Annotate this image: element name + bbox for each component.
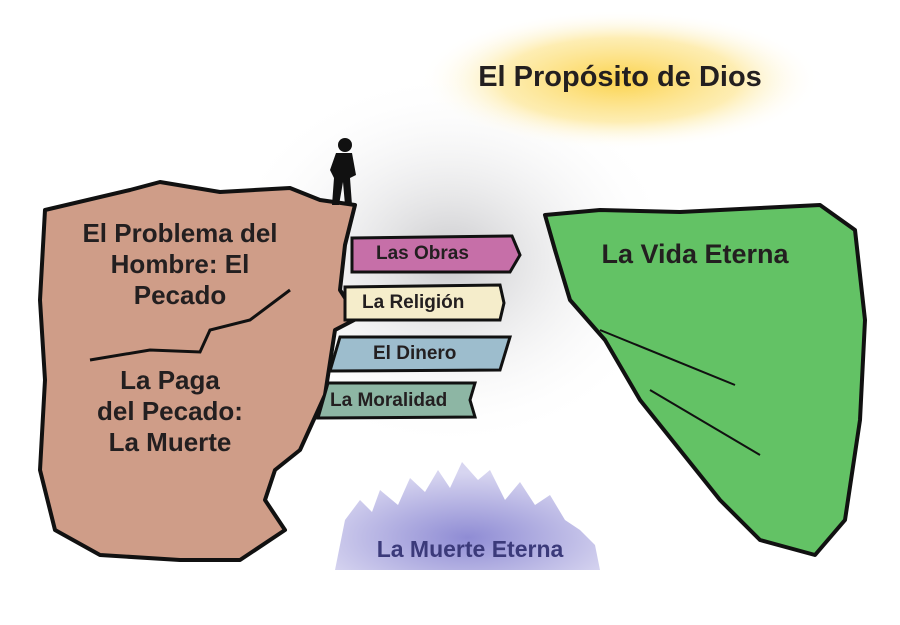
- title: El Propósito de Dios: [478, 61, 762, 93]
- left-cliff: [38, 180, 360, 562]
- problem-label: El Problema del Hombre: El Pecado: [50, 218, 310, 312]
- sign-shape-las-obras: [350, 234, 522, 274]
- wages-line: La Muerte: [108, 427, 232, 458]
- cliff-line: [649, 389, 761, 456]
- cliff-line: [599, 329, 736, 386]
- wages-line: La Paga: [120, 365, 220, 395]
- wages-line: del Pecado:: [97, 396, 243, 427]
- sign-shape-la-religion: [343, 283, 506, 322]
- right-cliff: [543, 203, 867, 557]
- wages-label: La Paga del Pecado: La Muerte: [55, 365, 285, 459]
- problem-line: Hombre: El: [110, 249, 250, 280]
- problem-line: Pecado: [133, 280, 227, 311]
- eternal-death-label: La Muerte Eterna: [376, 536, 564, 562]
- sun-glow: [420, 10, 820, 150]
- person-figure: [330, 138, 356, 205]
- cliff-crack: [89, 288, 291, 362]
- sign-la-moralidad: La Moralidad: [330, 390, 448, 411]
- sign-shape-la-moralidad: [316, 381, 478, 420]
- sign-las-obras: Las Obras: [376, 243, 469, 264]
- eternal-life-label: La Vida Eterna: [601, 239, 789, 269]
- eternal-death-fire: [335, 462, 600, 570]
- sign-el-dinero: El Dinero: [373, 343, 457, 364]
- sign-la-religion: La Religión: [362, 292, 465, 313]
- sign-shape-el-dinero: [327, 335, 513, 373]
- problem-line: El Problema del: [82, 218, 278, 248]
